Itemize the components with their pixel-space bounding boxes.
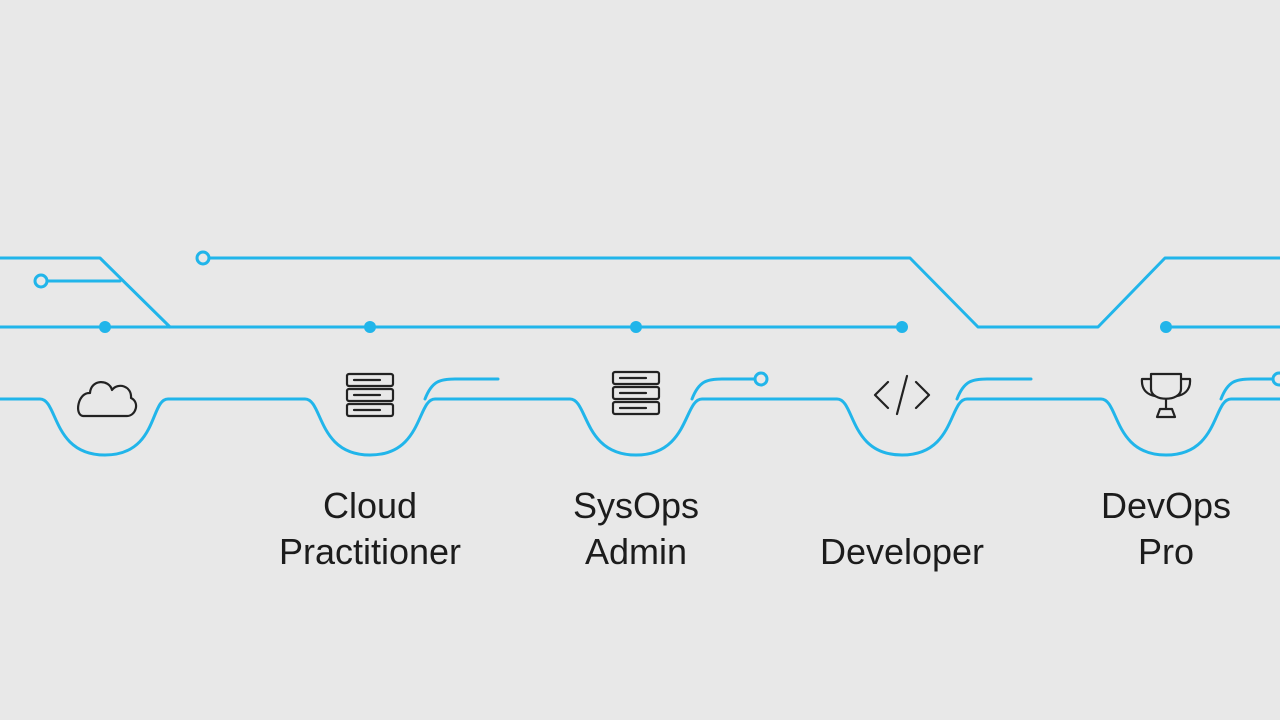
circuit-node-dot [364, 321, 376, 333]
code-brackets-icon [873, 374, 931, 416]
branch-stub [955, 377, 1033, 401]
station-label-cloud-practitioner: Cloud Practitioner [240, 483, 500, 575]
label-line: Practitioner [278, 531, 462, 572]
circuit-line-long-top [201, 256, 1280, 329]
label-line: Admin [584, 531, 688, 572]
circuit-node-ring [753, 371, 769, 387]
label-line: DevOps [1100, 485, 1232, 526]
server-stack-icon [611, 370, 661, 416]
label-line: Cloud [322, 485, 418, 526]
circuit-node-ring [195, 250, 211, 266]
label-line: Pro [1137, 531, 1195, 572]
circuit-node-dot [896, 321, 908, 333]
station-track [0, 397, 1280, 457]
circuit-node-dot [630, 321, 642, 333]
circuit-node-ring [33, 273, 49, 289]
server-stack-icon [345, 372, 395, 418]
branch-stub [423, 377, 500, 401]
branch-stub [1219, 377, 1276, 401]
trophy-icon [1140, 372, 1192, 419]
circuit-line-top-left [0, 256, 172, 329]
station-label-developer: Developer [772, 483, 1032, 575]
cloud-icon [77, 381, 138, 418]
circuit-node-dot [99, 321, 111, 333]
branch-stub [690, 377, 762, 401]
label-line [772, 483, 1032, 529]
label-line: SysOps [572, 485, 700, 526]
station-label-devops-pro: DevOps Pro [1036, 483, 1280, 575]
circuit-node-ring [1271, 371, 1280, 387]
label-line: Developer [819, 531, 985, 572]
station-label-sysops-admin: SysOps Admin [506, 483, 766, 575]
circuit-node-dot [1160, 321, 1172, 333]
